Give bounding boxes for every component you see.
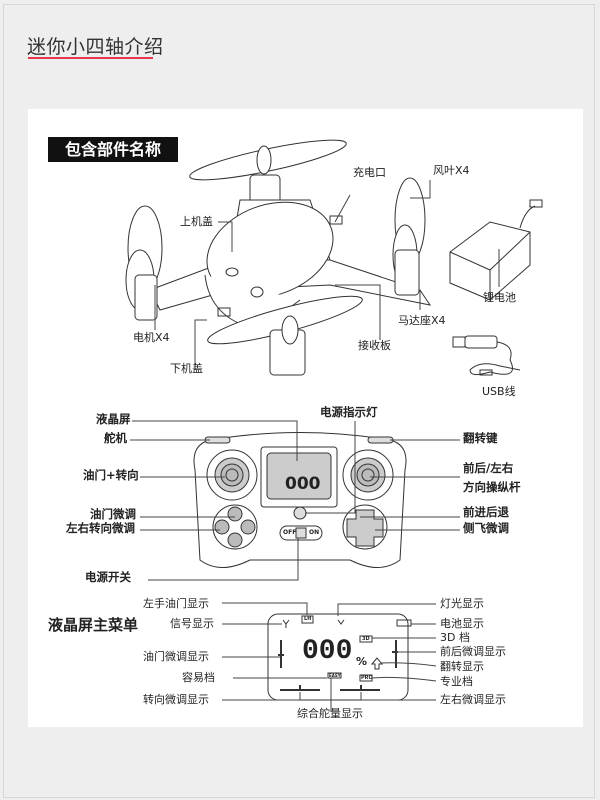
label-pro-mode: 专业档 — [440, 675, 473, 688]
drone-illustration — [125, 139, 432, 376]
label-bottom-cover: 下机盖 — [170, 362, 203, 375]
label-flip-display: 翻转显示 — [440, 660, 484, 673]
label-side-trim: 侧飞微调 — [463, 521, 509, 535]
label-flip-key: 翻转键 — [463, 431, 498, 445]
lcd-menu-title: 液晶屏主菜单 — [48, 616, 139, 634]
controller-lcd-digits: 000 — [285, 474, 321, 494]
title-underline — [28, 57, 153, 59]
label-rudder-trim: 左右转向微调 — [66, 521, 135, 535]
label-receiver-board: 接收板 — [358, 339, 391, 352]
label-charge-port: 充电口 — [353, 166, 386, 179]
label-usb-cable: USB线 — [482, 385, 516, 398]
lcd-menu-percent: % — [356, 655, 368, 668]
label-top-cover: 上机盖 — [180, 215, 213, 228]
label-easy-mode: 容易档 — [182, 671, 215, 684]
controller-illustration — [193, 432, 407, 568]
label-direction-stick-2: 方向操纵杆 — [463, 480, 521, 494]
label-propeller: 风叶X4 — [433, 164, 470, 177]
label-motor: 电机X4 — [133, 331, 170, 344]
label-combined-servo: 综合舵量显示 — [297, 707, 363, 720]
battery-illustration — [449, 199, 543, 301]
label-battery-display: 电池显示 — [440, 617, 484, 630]
switch-on-label[interactable]: ON — [309, 529, 320, 536]
label-servo: 舵机 — [104, 431, 127, 445]
label-lcd: 液晶屏 — [96, 412, 131, 426]
label-power-indicator: 电源指示灯 — [320, 405, 378, 419]
label-throttle-trim: 油门微调 — [90, 507, 136, 521]
lcd-tag-lh: LH — [304, 616, 312, 622]
leader-lines — [130, 180, 500, 712]
label-3d-mode: 3D 档 — [440, 631, 470, 644]
lcd-menu-digits: 000 — [302, 636, 353, 667]
label-direction-stick-1: 前后/左右 — [463, 461, 514, 475]
page-frame — [3, 4, 595, 798]
label-light: 灯光显示 — [440, 597, 484, 610]
lcd-tag-pro: PRO — [361, 675, 373, 681]
label-fb-trim: 前后微调显示 — [440, 645, 506, 658]
lcd-tag-3d: 3D — [362, 636, 370, 642]
label-power-switch: 电源开关 — [85, 570, 131, 584]
page-title: 迷你小四轴介绍 — [27, 36, 164, 58]
label-forward-back: 前进后退 — [463, 505, 509, 519]
lcd-tag-easy: EASY — [329, 673, 341, 678]
parts-section-title: 包含部件名称 — [48, 137, 178, 162]
label-signal: 信号显示 — [170, 617, 214, 630]
label-rudder-trim-display: 转向微调显示 — [143, 693, 209, 706]
switch-off-label[interactable]: OFF — [283, 529, 297, 536]
usb-cable-illustration — [452, 335, 521, 376]
label-battery: 锂电池 — [483, 291, 516, 304]
label-throttle-trim-display: 油门微调显示 — [143, 650, 209, 663]
label-throttle-rudder: 油门+转向 — [83, 468, 139, 482]
label-motor-mount: 马达座X4 — [398, 314, 446, 327]
label-left-hand-throttle: 左手油门显示 — [143, 597, 209, 610]
label-lr-trim: 左右微调显示 — [440, 693, 506, 706]
